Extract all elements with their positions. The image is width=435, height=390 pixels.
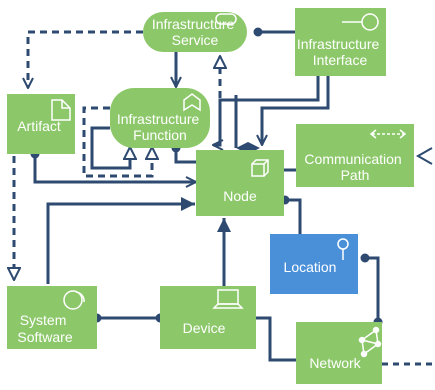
device-laptop-icon — [212, 289, 244, 309]
connector-device-to-network — [256, 316, 296, 362]
network-graph-icon — [358, 326, 382, 358]
connector-system-software-to-node — [46, 197, 195, 284]
element-label-line: Infrastructure — [152, 16, 235, 32]
specialization-triangle-marker — [415, 147, 433, 165]
element-system-software[interactable]: System Software — [7, 286, 97, 349]
element-label-line: Service — [172, 32, 219, 48]
element-node[interactable]: Node — [196, 150, 284, 216]
element-label-line: Infrastructure — [117, 111, 200, 127]
element-label-line: Interface — [313, 52, 368, 68]
svg-text:Artifact: Artifact — [17, 118, 61, 134]
element-network[interactable]: Network — [296, 322, 382, 384]
svg-text:Infrastructure Function: Infrastructure Function — [117, 111, 203, 143]
element-infrastructure-service[interactable]: Infrastructure Service — [143, 12, 247, 52]
element-label-line: Infrastructure — [297, 36, 380, 52]
connector-service-to-artifact — [28, 30, 143, 88]
element-label-line: Location — [284, 259, 337, 275]
system-software-circles-icon — [63, 290, 85, 310]
element-label-line: Communication — [304, 151, 401, 167]
element-label-line: Artifact — [17, 118, 61, 134]
connector-location-to-network — [360, 253, 383, 327]
svg-text:Infrastructure Service: Infrastructure Service — [152, 16, 238, 48]
svg-text:System Software: System Software — [17, 312, 72, 345]
node-cube-icon — [251, 159, 269, 177]
element-label-line: Node — [223, 188, 257, 204]
element-location[interactable]: Location — [270, 234, 358, 294]
element-label-line: Path — [341, 167, 370, 183]
svg-text:Communication Path: Communication Path — [304, 151, 405, 183]
svg-text:Location: Location — [284, 259, 337, 275]
element-artifact[interactable]: Artifact — [7, 94, 75, 154]
element-label-line: Function — [133, 127, 187, 143]
element-infrastructure-interface[interactable]: Infrastructure Interface — [295, 8, 386, 76]
connector-interface-to-node — [262, 76, 330, 145]
connector-interface-to-function — [213, 76, 320, 145]
function-chevron-icon — [183, 93, 201, 112]
element-label-line: Network — [309, 355, 361, 371]
service-icon — [215, 13, 237, 25]
artifact-folded-page-icon — [51, 99, 71, 121]
location-pin-icon — [337, 238, 349, 260]
bidirectional-dashed-arrow-icon — [369, 129, 407, 139]
svg-text:Device: Device — [183, 320, 226, 336]
element-label-line: Software — [17, 329, 72, 345]
interface-lollipop-icon — [342, 13, 379, 31]
element-infrastructure-function[interactable]: Infrastructure Function — [110, 88, 210, 148]
connector-function-to-node — [171, 143, 196, 164]
connector-artifact-to-node — [35, 154, 196, 182]
element-label-line: System — [20, 312, 67, 328]
connector-node-to-location — [280, 195, 302, 234]
element-communication-path[interactable]: Communication Path — [296, 124, 414, 187]
svg-text:Infrastructure Interface: Infrastructure Interface — [297, 36, 383, 68]
element-label-line: Device — [183, 320, 226, 336]
svg-text:Network: Network — [309, 355, 361, 371]
svg-text:Node: Node — [223, 188, 257, 204]
element-device[interactable]: Device — [160, 286, 256, 349]
